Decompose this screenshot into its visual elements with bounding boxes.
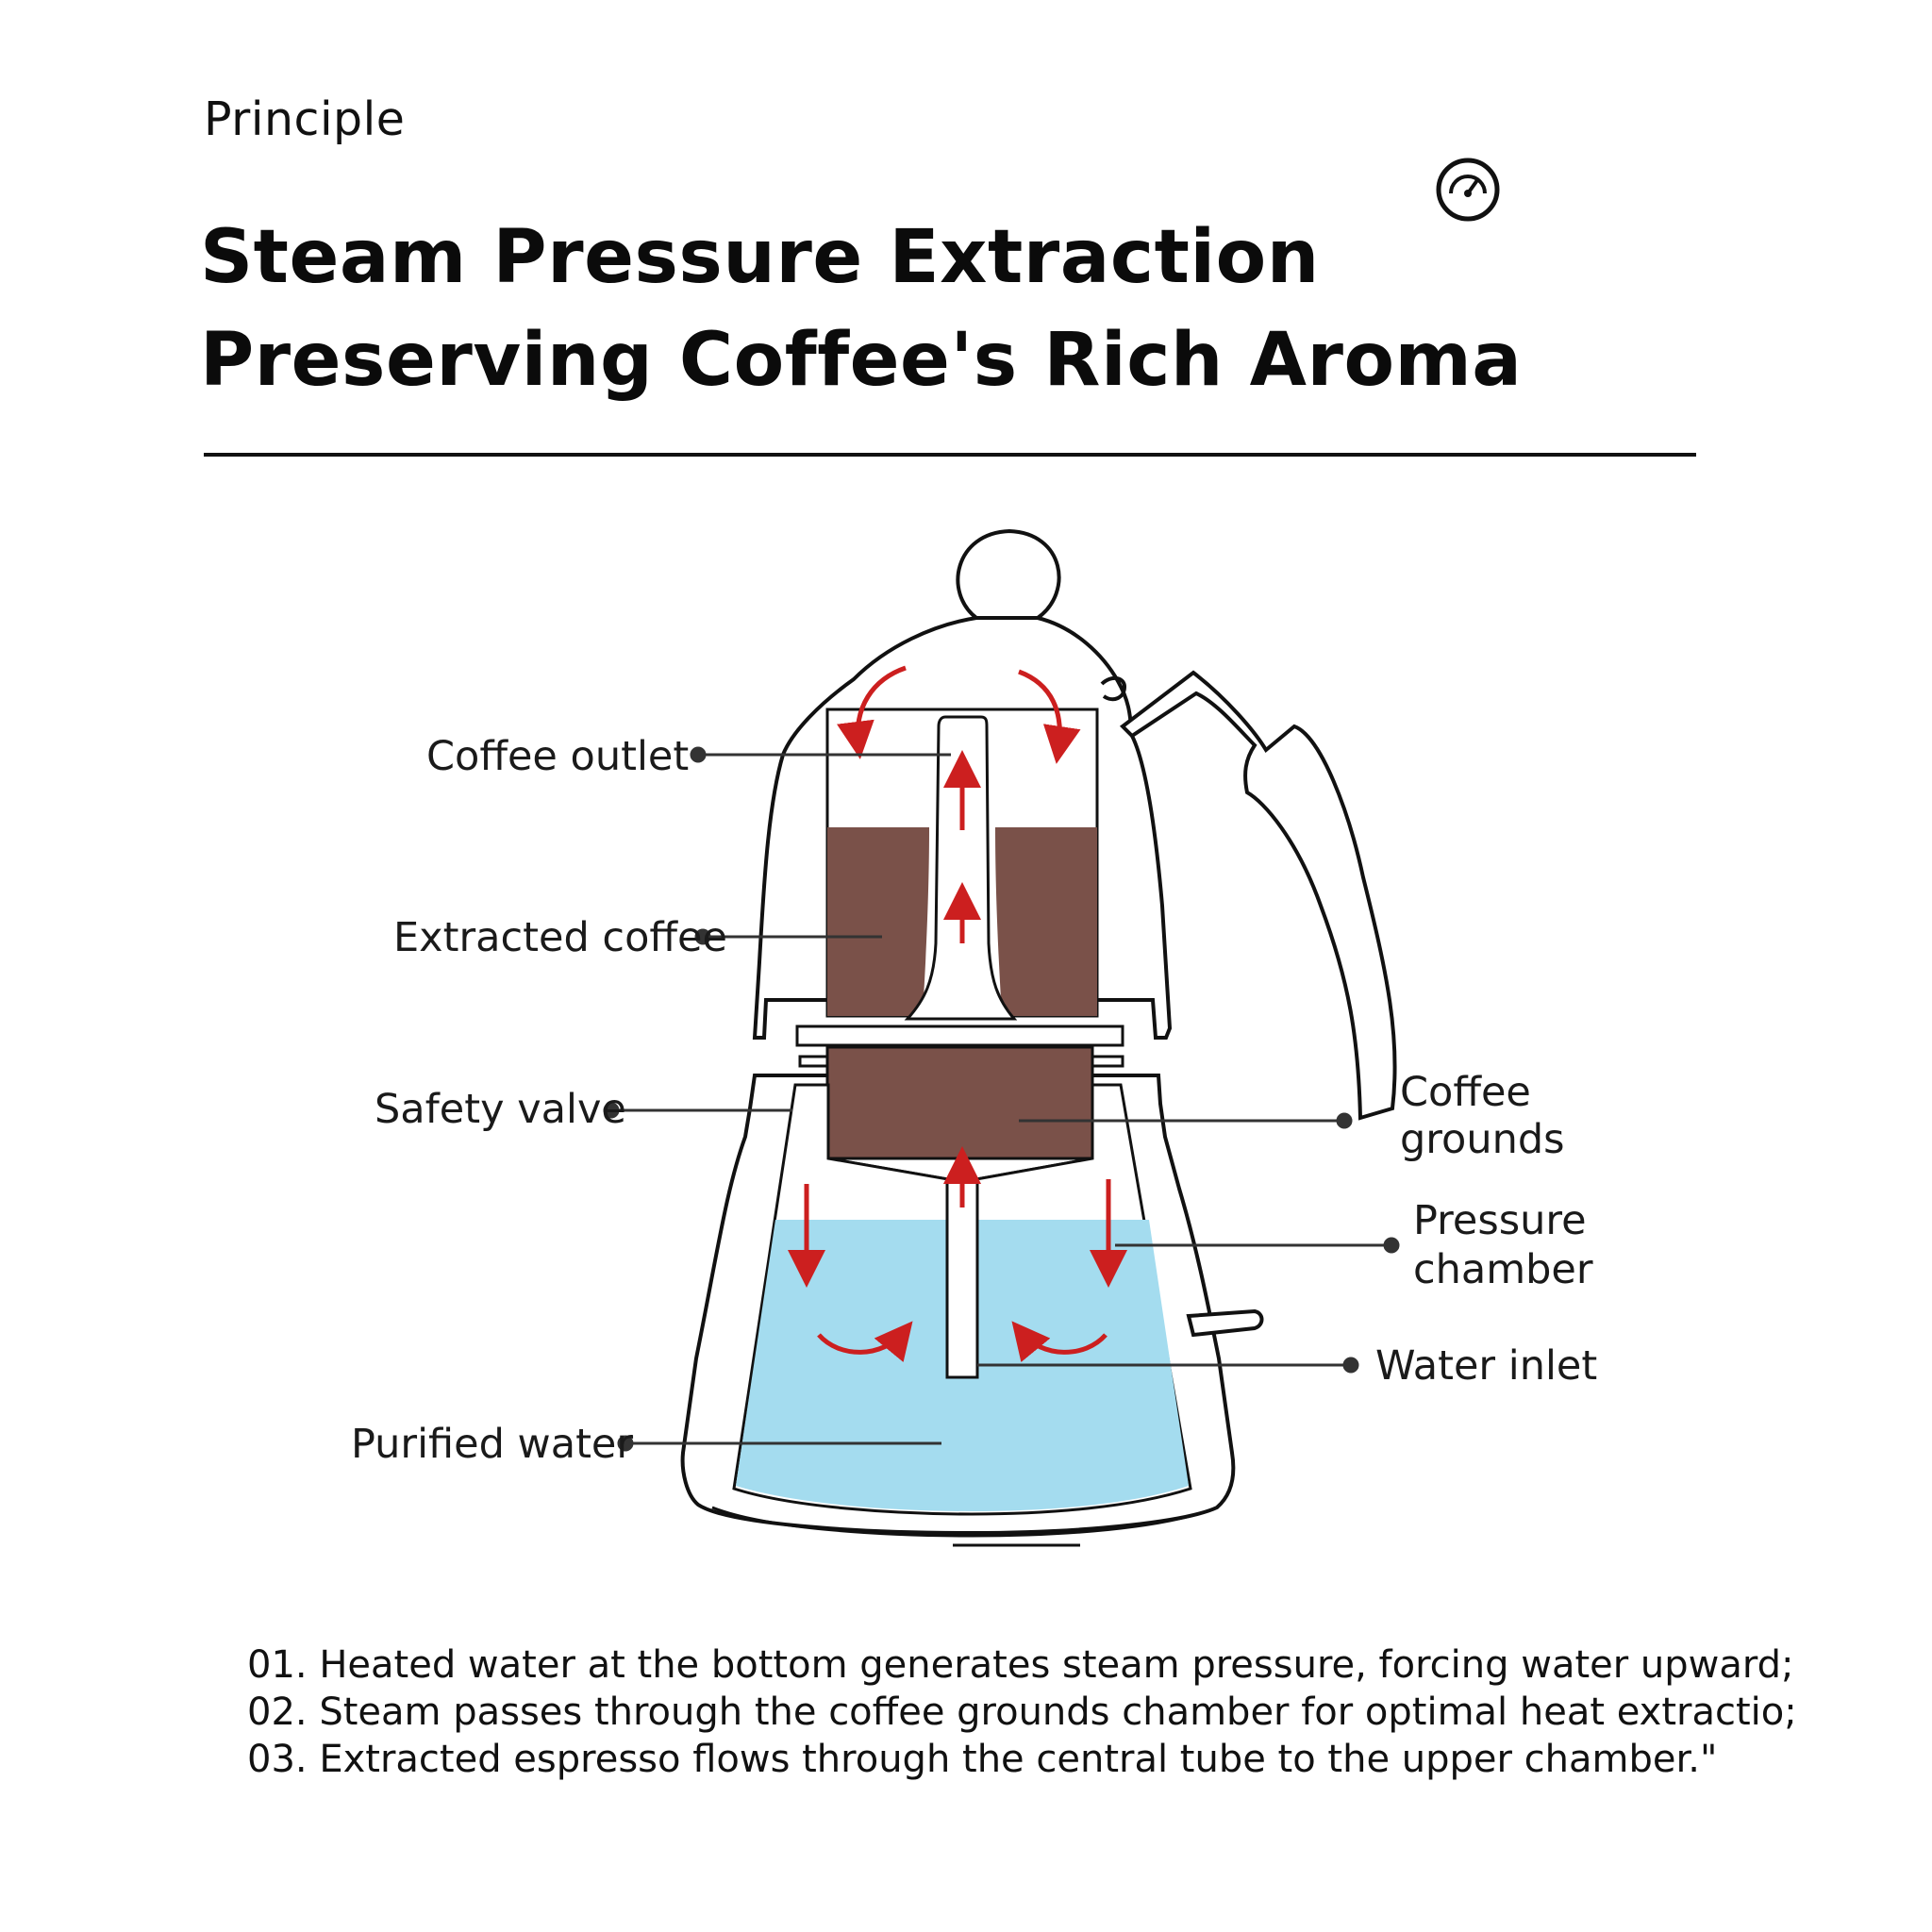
- label-pressure-chamber-line2: chamber: [1413, 1246, 1593, 1293]
- title-line-2: Preserving Coffee's Rich Aroma: [200, 318, 1523, 403]
- steps-list: 01. Heated water at the bottom generates…: [247, 1641, 1797, 1783]
- title-line-1: Steam Pressure Extraction: [200, 215, 1320, 300]
- step-2: 02. Steam passes through the coffee grou…: [247, 1690, 1797, 1734]
- label-pressure-chamber-line1: Pressure: [1413, 1197, 1587, 1244]
- central-tube: [904, 715, 1018, 1021]
- safety-valve: [1186, 1308, 1264, 1338]
- title-divider: [204, 453, 1696, 457]
- label-water-inlet: Water inlet: [1375, 1342, 1597, 1390]
- lid-knob: [956, 528, 1061, 620]
- label-coffee-grounds-line2: grounds: [1400, 1116, 1565, 1163]
- extracted-coffee-fill: [827, 827, 929, 1016]
- label-coffee-outlet: Coffee outlet: [426, 733, 689, 780]
- step-3: 03. Extracted espresso flows through the…: [247, 1738, 1718, 1781]
- label-extracted-coffee: Extracted coffee: [393, 914, 727, 961]
- purified-water-fill: [736, 1220, 1189, 1511]
- coffee-grounds-fill: [825, 1045, 1094, 1160]
- eyebrow-label: Principle: [204, 92, 406, 146]
- label-safety-valve: Safety valve: [375, 1086, 626, 1133]
- step-1: 01. Heated water at the bottom generates…: [247, 1643, 1794, 1687]
- label-purified-water: Purified water: [351, 1421, 633, 1468]
- handle: [1119, 670, 1397, 1121]
- pressure-gauge-icon: [1436, 158, 1500, 222]
- label-coffee-grounds-line1: Coffee: [1400, 1069, 1531, 1116]
